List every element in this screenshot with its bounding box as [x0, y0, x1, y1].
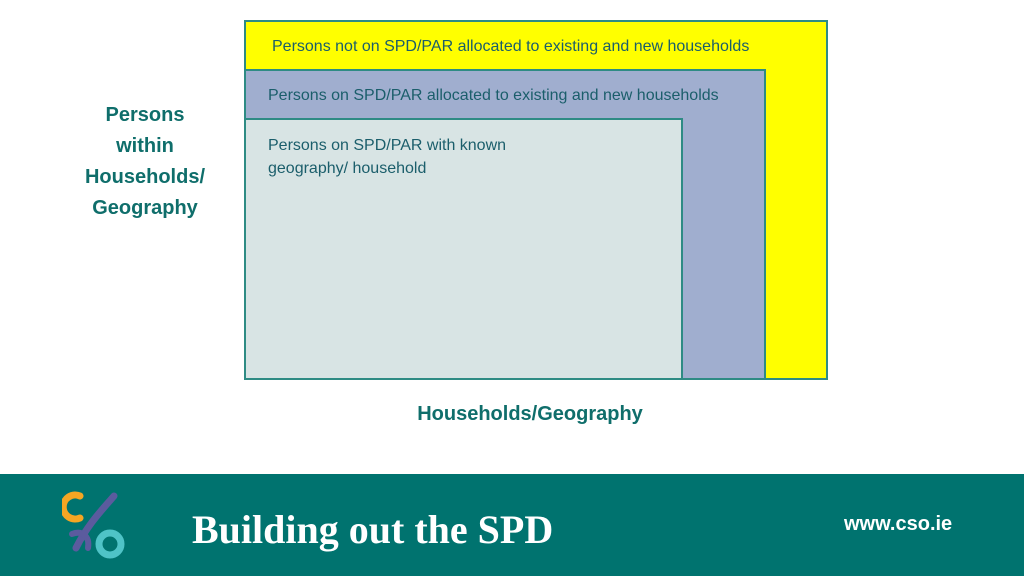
middle-box-label: Persons on SPD/PAR allocated to existing… [268, 87, 719, 104]
slide-title: Building out the SPD [192, 507, 554, 552]
y-axis-label-line: within [116, 135, 174, 157]
y-axis-label-line: Persons [105, 104, 185, 126]
outer-box-label: Persons not on SPD/PAR allocated to exis… [272, 38, 750, 55]
y-axis-label-line: Geography [92, 197, 198, 219]
website-link[interactable]: www.cso.ie [844, 513, 953, 535]
y-axis-label-line: Households/ [84, 166, 205, 188]
inner-box [244, 118, 683, 380]
x-axis-label: Households/Geography [417, 403, 643, 425]
cso-logo-icon [62, 491, 125, 559]
footer-bar: Building out the SPD www.cso.ie [0, 474, 1024, 576]
y-axis-label: Persons within Households/ Geography [70, 100, 220, 224]
inner-box-label: Persons on SPD/PAR with known geography/… [268, 137, 507, 177]
